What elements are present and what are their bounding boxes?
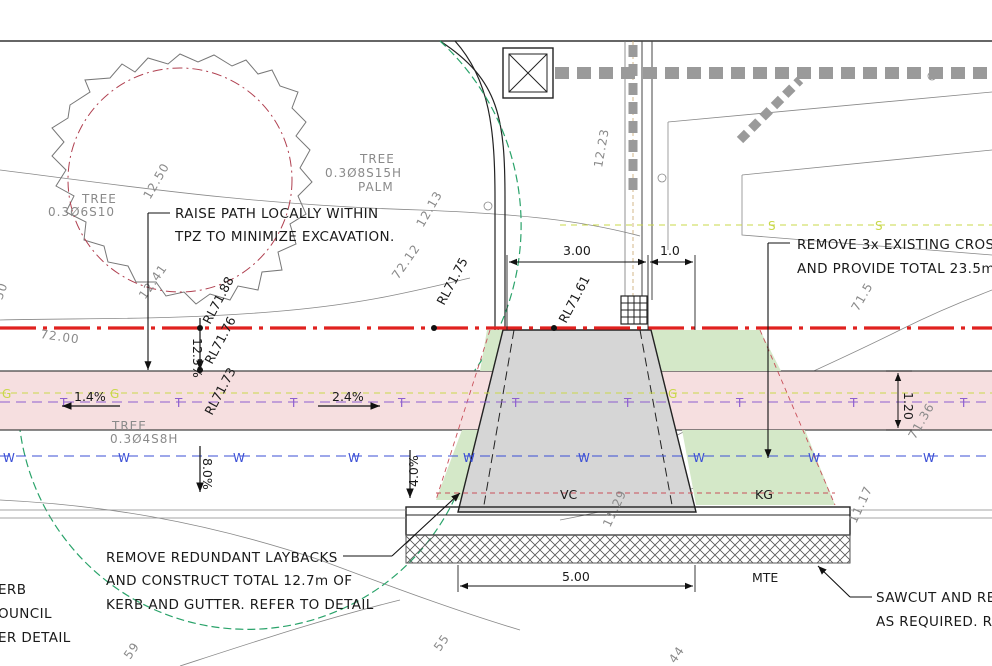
spot-height: 59 [121,640,142,662]
service-label-water: W [808,451,820,465]
service-label-telecom: T [511,396,520,410]
note-sawcut-2: AS REQUIRED. RE [876,614,992,630]
dimensions: 3.00 1.0 5.00 1.20 [457,243,916,592]
grade-24: 2.4% [332,389,364,404]
spot-height: 12.13 [413,188,445,229]
level-rl7161: RL71.61 [555,273,592,325]
note-left-3: ER DETAIL [0,630,71,646]
note-raise-path-2: TPZ TO MINIMIZE EXCAVATION. [174,229,395,245]
tree-3-size: 0.3Ø4S8H [110,432,178,446]
tree-2-size: 0.3Ø8S15H [325,166,402,180]
leaders [144,212,872,598]
kerb-gutter [0,506,992,564]
note-remove-crossings-1: REMOVE 3x EXISTING CROSS [797,237,992,253]
spot-height: 11.17 [846,484,875,526]
dim-top-width: 3.00 [563,243,591,258]
service-label-telecom: T [959,396,968,410]
code-kg: KG [755,487,773,502]
note-raise-path-1: RAISE PATH LOCALLY WITHIN [175,206,379,222]
grade-125: 12.5% [190,338,205,378]
note-laybacks-2: AND CONSTRUCT TOTAL 12.7m OF [106,573,352,589]
spot-height: 71.5 [848,280,875,314]
service-label-water: W [463,451,475,465]
note-remove-crossings-2: AND PROVIDE TOTAL 23.5m² [797,261,992,277]
note-left-1: ERB [0,582,26,598]
service-labels: W W W W W W W W W T T T T T T T T T G G … [2,219,968,465]
road-linework [439,40,992,330]
service-label-gas: G [2,387,11,401]
service-label-water: W [3,451,15,465]
spot-height: 72.12 [389,241,423,281]
service-label-water: W [118,451,130,465]
service-label-gas: G [668,387,677,401]
tree-1-label: TREE [81,192,117,206]
spot-height: 12.23 [591,127,612,168]
service-label-water: W [923,451,935,465]
spot-height: 44 [666,644,687,666]
grate-pit [620,295,648,325]
code-mte: MTE [752,570,778,585]
service-label-telecom: T [174,396,183,410]
service-label-telecom: T [849,396,858,410]
pit-box [502,47,554,99]
service-label-water: W [233,451,245,465]
grade-arrows: 1.4% 2.4% 12.5% 8.0% 4.0% [61,318,421,498]
spot-left: 50 [0,280,11,301]
service-track [555,45,992,190]
note-laybacks-3: KERB AND GUTTER. REFER TO DETAIL [106,597,374,613]
dim-side: 1.0 [660,243,680,258]
dim-bottom-width: 5.00 [562,569,590,584]
notes: RAISE PATH LOCALLY WITHIN TPZ TO MINIMIZ… [0,206,992,646]
spot-height: 12.50 [140,160,172,201]
service-label-telecom: T [623,396,632,410]
driveway-crossing [457,329,697,513]
service-label-telecom: T [289,396,298,410]
grade-80: 8.0% [200,458,215,490]
tree-2-species: PALM [358,180,394,194]
service-label-gas: G [110,387,119,401]
tree-2-label: TREE [359,152,395,166]
note-left-2: OUNCIL [0,606,52,622]
service-label-water: W [693,451,705,465]
contour-label: 72.00 [40,327,81,346]
service-label-water: W [348,451,360,465]
service-lines [0,224,992,457]
service-label-telecom: T [735,396,744,410]
note-sawcut-1: SAWCUT AND RE [876,590,992,606]
level-rl7175: RL71.75 [433,255,470,307]
service-label-sewer: S [768,219,776,233]
grade-14: 1.4% [74,389,106,404]
service-label-sewer: S [875,219,883,233]
note-laybacks-1: REMOVE REDUNDANT LAYBACKS [106,550,338,566]
service-label-telecom: T [59,396,68,410]
service-label-telecom: T [397,396,406,410]
tree-3-label: TREE [111,419,147,433]
dim-path-width: 1.20 [901,392,916,420]
grade-40: 4.0% [406,455,421,487]
code-vc: VC [560,487,578,502]
grass-areas [436,330,835,505]
service-label-water: W [578,451,590,465]
tree-1-size: 0.3Ø6S10 [48,205,115,219]
tree-1 [51,53,313,305]
spot-height: 55 [431,632,452,654]
